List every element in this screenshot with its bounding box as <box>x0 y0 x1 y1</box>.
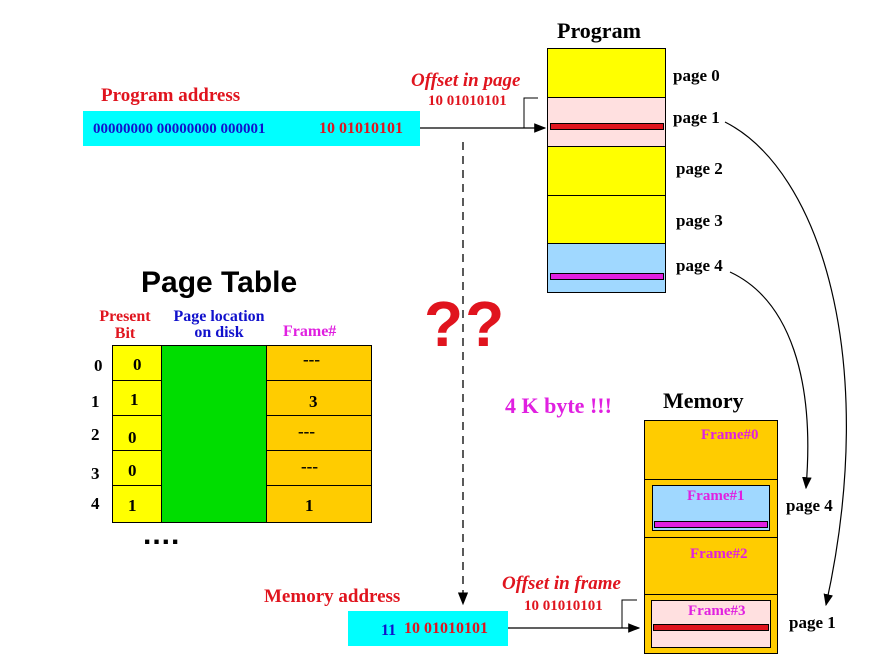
program-page-4 <box>547 243 666 293</box>
frame-cell-4: 1 <box>266 485 372 523</box>
page-label-2: page 2 <box>676 159 723 178</box>
arrow-page4-to-frame1 <box>729 271 812 490</box>
present-bit-4: 1 <box>128 496 137 515</box>
arrow-page1-to-frame3 <box>724 121 847 607</box>
row-index-3: 3 <box>91 464 100 483</box>
present-bit-1: 1 <box>130 390 139 409</box>
present-bit-header: Present Bit <box>94 308 156 342</box>
page-table-title: Page Table <box>141 266 298 299</box>
offset-in-frame-label: Offset in frame <box>502 573 621 594</box>
offset-in-page-label: Offset in page <box>411 70 521 91</box>
frame-cell-0: --- <box>266 345 372 381</box>
row-index-2: 2 <box>91 425 100 444</box>
program-page-2 <box>547 146 666 196</box>
offset-bracket-memory <box>621 599 637 628</box>
frame-3-loaded-page: Frame#3 <box>651 600 771 648</box>
page-location-header-line2: on disk <box>194 324 244 341</box>
present-cell-1: 1 <box>112 380 162 416</box>
offset-in-page-value: 10 01010101 <box>428 93 507 109</box>
memory-address-box: 11 10 01010101 <box>348 611 508 646</box>
program-page-3 <box>547 195 666 244</box>
page-label-0: page 0 <box>673 66 720 85</box>
memory-address-offset-bits: 10 01010101 <box>404 620 488 637</box>
page-location-header: Page location on disk <box>162 309 276 341</box>
program-page-1 <box>547 97 666 147</box>
present-cell-0: 0 <box>112 345 162 381</box>
memory-address-label: Memory address <box>264 586 401 607</box>
frame-cell-2: --- <box>266 415 372 451</box>
page-label-1: page 1 <box>673 108 720 127</box>
memory-frame-1: Frame#1 <box>644 479 778 538</box>
frame-1-loaded-page: Frame#1 <box>652 485 770 531</box>
memory-title: Memory <box>663 388 744 413</box>
present-cell-2: 0 <box>112 415 162 451</box>
present-cell-3: 0 <box>112 450 162 486</box>
offset-bracket-program <box>523 97 538 128</box>
frame-value-0: --- <box>303 350 320 369</box>
present-bit-header-line2: Bit <box>114 325 136 342</box>
more-rows-ellipsis: .... <box>143 518 181 551</box>
frame-1-data-bar <box>654 521 768 528</box>
program-address-box: 00000000 00000000 000001 10 01010101 <box>83 111 420 146</box>
question-marks: ?? <box>424 288 507 360</box>
page-location-header-line1: Page location <box>173 308 265 325</box>
frame-1-page-label: page 4 <box>786 496 833 515</box>
page-location-column <box>161 345 267 523</box>
memory-frame-0: Frame#0 <box>644 420 778 480</box>
page-table-grid: 0 1 0 0 1 --- 3 --- --- 1 <box>112 345 372 523</box>
present-bit-header-line1: Present <box>99 308 151 325</box>
present-bit-0: 0 <box>133 355 142 374</box>
program-title: Program <box>557 18 641 43</box>
program-page-0 <box>547 48 666 98</box>
frame-header: Frame# <box>283 323 337 340</box>
row-index-4: 4 <box>91 494 100 513</box>
frame-0-label: Frame#0 <box>701 427 759 443</box>
frame-value-2: --- <box>298 422 315 441</box>
frame-3-page-label: page 1 <box>789 613 836 632</box>
row-index-0: 0 <box>94 356 103 375</box>
frame-3-data-bar <box>653 624 769 631</box>
present-bit-3: 0 <box>128 461 137 480</box>
frame-3-label: Frame#3 <box>688 603 746 619</box>
page-label-3: page 3 <box>676 211 723 230</box>
row-index-1: 1 <box>91 392 100 411</box>
frame-cell-1: 3 <box>266 380 372 416</box>
present-cell-4: 1 <box>112 485 162 523</box>
frame-1-label: Frame#1 <box>687 488 745 504</box>
frame-value-4: 1 <box>305 496 314 515</box>
program-page-1-data-bar <box>550 123 664 130</box>
present-bit-2: 0 <box>128 428 137 447</box>
memory-size-note: 4 K byte !!! <box>505 393 612 418</box>
offset-in-frame-value: 10 01010101 <box>524 598 603 614</box>
frame-value-1: 3 <box>309 392 318 411</box>
program-address-offset-bits: 10 01010101 <box>319 120 403 137</box>
memory-address-frame-bits: 11 <box>381 622 397 639</box>
frame-2-label: Frame#2 <box>690 546 748 562</box>
memory-frame-3: Frame#3 <box>644 594 778 654</box>
memory-frame-2: Frame#2 <box>644 537 778 595</box>
frame-value-3: --- <box>301 457 318 476</box>
frame-cell-3: --- <box>266 450 372 486</box>
program-address-page-bits: 00000000 00000000 000001 <box>93 121 266 137</box>
page-label-4: page 4 <box>676 256 723 275</box>
program-page-4-data-bar <box>550 273 664 280</box>
program-address-label: Program address <box>101 85 241 106</box>
